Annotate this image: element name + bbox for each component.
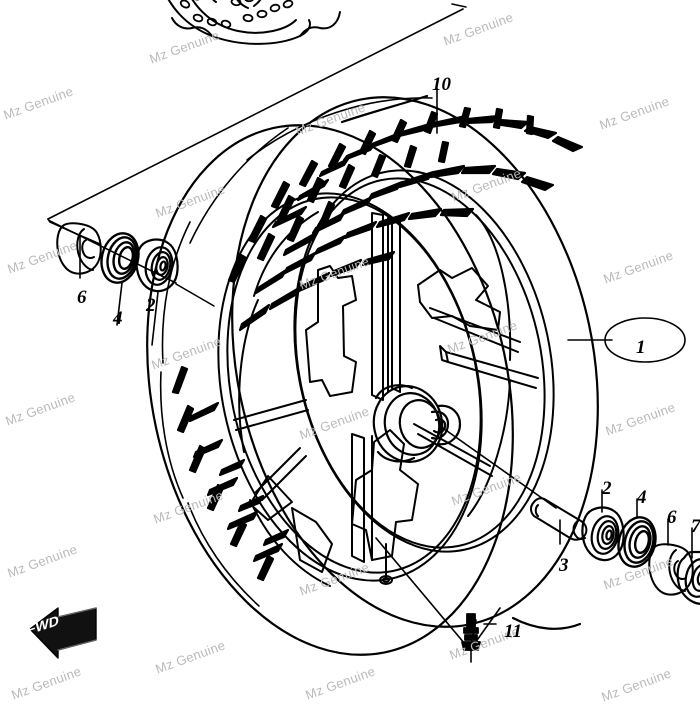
callout-number-tire-valve[interactable]: 11 bbox=[504, 621, 522, 642]
fwd-arrow-icon bbox=[29, 607, 97, 659]
callout-number-spacer-left[interactable]: 6 bbox=[77, 287, 87, 308]
callout-number-bearing-right[interactable]: 2 bbox=[602, 478, 612, 499]
callout-1-highlight bbox=[567, 317, 686, 363]
callout-number-tire[interactable]: 10 bbox=[432, 74, 451, 95]
wheel-hub bbox=[372, 384, 462, 463]
callout-number-oil-seal-right[interactable]: 4 bbox=[637, 487, 647, 508]
right-nut-part7 bbox=[676, 550, 700, 605]
tire-tread-shoulder bbox=[159, 97, 433, 607]
tire-valve-part11 bbox=[461, 613, 481, 651]
callout-number-spacer-right[interactable]: 6 bbox=[667, 507, 677, 528]
callout-number-nut-right[interactable]: 7 bbox=[691, 516, 700, 537]
brake-disc-holes bbox=[179, 0, 294, 29]
callout-number-axle-spacer-right[interactable]: 3 bbox=[559, 555, 569, 576]
left-callout-leaders bbox=[79, 236, 159, 346]
brake-disc-fragment bbox=[167, 0, 341, 45]
left-bearing-leader bbox=[175, 283, 215, 307]
callout-number-bearing-left[interactable]: 2 bbox=[146, 295, 156, 316]
callout-number-oil-seal-left[interactable]: 4 bbox=[113, 308, 123, 329]
left-spacer-part6 bbox=[56, 222, 102, 275]
right-bearing-part2 bbox=[581, 506, 625, 562]
axle-leader bbox=[439, 425, 557, 509]
callout-number-wheel-rim[interactable]: 1 bbox=[636, 337, 646, 358]
wheel-spokes bbox=[233, 211, 539, 587]
